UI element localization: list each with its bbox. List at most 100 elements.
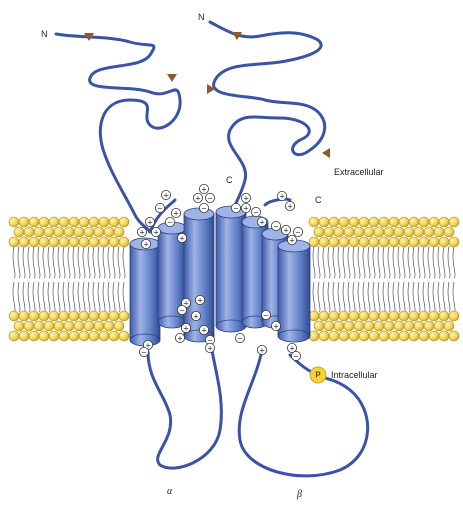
lipid-head: [384, 321, 394, 331]
svg-text:+: +: [201, 326, 207, 334]
lipid-head: [324, 227, 334, 237]
lipid-head: [444, 321, 454, 331]
lipid-head: [414, 227, 424, 237]
lipid-head: [369, 237, 379, 247]
lipid-head: [399, 217, 409, 227]
svg-text:+: +: [163, 191, 169, 199]
lipid-head: [349, 217, 359, 227]
svg-text:−: −: [293, 352, 299, 360]
lipid-tail: [328, 282, 330, 312]
positive-charge-marker: +: [199, 184, 208, 193]
svg-text:+: +: [283, 226, 289, 234]
lipid-tail: [73, 246, 75, 278]
alpha-subunit-label: α: [167, 486, 173, 497]
lipid-tail: [448, 282, 450, 312]
svg-text:+: +: [259, 218, 265, 226]
lipid-head: [369, 217, 379, 227]
negative-charge-marker: −: [155, 203, 164, 212]
lipid-head: [94, 321, 104, 331]
negative-charge-marker: −: [291, 351, 300, 360]
lipid-head: [374, 227, 384, 237]
lipid-tail: [23, 246, 25, 278]
lipid-head: [399, 237, 409, 247]
svg-text:−: −: [157, 204, 163, 212]
lipid-tail: [48, 282, 50, 312]
lipid-head: [309, 217, 319, 227]
svg-text:−: −: [295, 228, 301, 236]
lipid-head: [314, 321, 324, 331]
intracellular-loops: [148, 350, 368, 476]
lipid-head: [389, 217, 399, 227]
lipid-head: [19, 217, 29, 227]
lipid-tail: [113, 282, 115, 312]
lipid-head: [419, 237, 429, 247]
lipid-tail: [338, 246, 340, 278]
lipid-head: [329, 331, 339, 341]
lipid-head: [54, 321, 64, 331]
lipid-head: [24, 227, 34, 237]
svg-text:+: +: [287, 202, 293, 210]
lipid-tail: [43, 246, 45, 278]
positive-charge-marker: +: [271, 321, 280, 330]
lipid-head: [334, 227, 344, 237]
lipid-tail: [318, 282, 320, 312]
lipid-tail: [53, 282, 55, 312]
lipid-head: [54, 227, 64, 237]
lipid-head: [69, 237, 79, 247]
svg-text:+: +: [289, 236, 295, 244]
lipid-head: [409, 311, 419, 321]
lipid-head: [19, 311, 29, 321]
lipid-head: [119, 217, 129, 227]
svg-text:−: −: [141, 348, 147, 356]
lipid-head: [94, 227, 104, 237]
lipid-head: [319, 311, 329, 321]
negative-charge-marker: −: [271, 221, 280, 230]
c-terminus-beta-label: C: [315, 195, 322, 205]
lipid-tail: [418, 246, 420, 278]
lipid-tail: [433, 282, 435, 312]
lipid-head: [89, 331, 99, 341]
lipid-tail: [398, 246, 400, 278]
lipid-tail: [363, 246, 365, 278]
lipid-head: [309, 331, 319, 341]
lipid-tail: [363, 282, 365, 312]
lipid-head: [109, 217, 119, 227]
lipid-head: [9, 217, 19, 227]
lipid-head: [439, 331, 449, 341]
lipid-tail: [58, 282, 60, 312]
lipid-tail: [108, 246, 110, 278]
lipid-tail: [413, 246, 415, 278]
lipid-head: [424, 321, 434, 331]
lipid-tail: [358, 282, 360, 312]
lipid-head: [354, 227, 364, 237]
positive-charge-marker: +: [241, 193, 250, 202]
beta-subunit-label: β: [296, 489, 302, 500]
lipid-head: [44, 321, 54, 331]
lipid-tail: [428, 246, 430, 278]
lipid-head: [364, 227, 374, 237]
lipid-head: [309, 237, 319, 247]
alpha-intracellular-loop: [148, 350, 221, 468]
lipid-tail: [353, 282, 355, 312]
lipid-head: [349, 311, 359, 321]
positive-charge-marker: +: [191, 311, 200, 320]
lipid-tail: [423, 282, 425, 312]
lipid-head: [449, 217, 459, 227]
lipid-tail: [73, 282, 75, 312]
lipid-tail: [433, 246, 435, 278]
positive-charge-marker: +: [141, 239, 150, 248]
negative-charge-marker: −: [199, 203, 208, 212]
lipid-head: [29, 237, 39, 247]
lipid-tail: [48, 246, 50, 278]
lipid-head: [329, 311, 339, 321]
lipid-tail: [93, 246, 95, 278]
svg-text:+: +: [147, 218, 153, 226]
lipid-head: [119, 331, 129, 341]
lipid-head: [429, 331, 439, 341]
svg-text:−: −: [253, 208, 259, 216]
lipid-head: [379, 217, 389, 227]
svg-text:−: −: [201, 204, 207, 212]
svg-text:−: −: [167, 218, 173, 226]
lipid-head: [384, 227, 394, 237]
